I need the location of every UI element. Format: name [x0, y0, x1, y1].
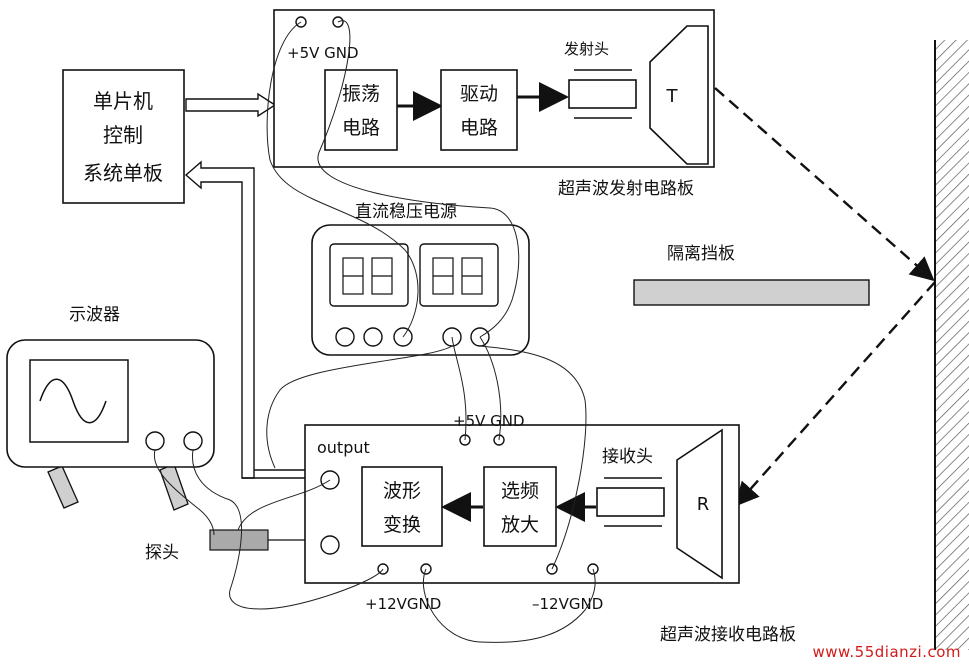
transducer-t-label: T [666, 86, 679, 107]
mcu-control-board: 单片机 控制 系统单板 [62, 69, 185, 204]
transmitter-transducer [649, 25, 709, 165]
oscillator-block [324, 69, 398, 151]
mcu-label-line1: 单片机 [93, 89, 153, 113]
scope-channel-input-icon [145, 431, 165, 451]
rx-bottom-right-labels: –12VGND [532, 595, 603, 613]
isolation-barrier [633, 279, 870, 306]
receiver-board-label: 超声波接收电路板 [660, 625, 796, 645]
psu-knob-icon [335, 327, 355, 347]
amplifier-label-1: 选频 [501, 480, 539, 502]
dc-power-supply [311, 224, 530, 356]
power-supply-label: 直流稳压电源 [355, 202, 457, 222]
waveform-conversion-block [361, 466, 443, 547]
receiver-board: +5V GND output 波形 变换 选频 放大 接收头 R [304, 412, 740, 584]
voltage-display [329, 243, 409, 307]
transmitter-board-label: 超声波发射电路板 [558, 179, 694, 199]
waveform-label-2: 变换 [383, 514, 421, 536]
selective-amplifier-block [483, 466, 557, 547]
rx-head-label: 接收头 [602, 447, 653, 467]
sine-wave-icon [39, 378, 107, 424]
transmitter-board: +5V GND 振荡 电路 驱动 电路 发射头 T [273, 9, 715, 168]
emitted-wave-path [714, 87, 935, 282]
mcu-label-line3: 系统单板 [83, 161, 163, 185]
waveform-label-1: 波形 [383, 480, 421, 502]
tx-head [568, 79, 637, 109]
scope-screen [29, 359, 129, 443]
oscilloscope-label: 示波器 [69, 305, 120, 325]
probe-label: 探头 [145, 543, 179, 563]
rx-top-terminal-labels: +5V GND [453, 412, 525, 430]
oscillator-label-1: 振荡 [342, 83, 380, 105]
transducer-r-label: R [697, 494, 710, 515]
mcu-label-line2: 控制 [103, 123, 143, 147]
wiring [153, 20, 596, 643]
output-ground-terminal-icon [320, 535, 340, 555]
rx-head [596, 487, 665, 517]
barrier-label: 隔离挡板 [667, 244, 735, 264]
oscillator-label-2: 电路 [342, 117, 380, 139]
reflected-wave-path [734, 281, 936, 507]
scope-channel-input-icon [183, 431, 203, 451]
amplifier-label-2: 放大 [501, 514, 539, 536]
oscilloscope [6, 339, 215, 511]
probe-body [209, 529, 269, 551]
receiver-transducer [676, 428, 723, 580]
current-display [419, 243, 499, 307]
psu-knob-icon [363, 327, 383, 347]
scope-left-foot [47, 465, 79, 509]
reflecting-wall [934, 40, 969, 650]
scope-right-foot [159, 463, 189, 511]
watermark: www.55dianzi.com [812, 643, 961, 661]
tx-head-label: 发射头 [564, 40, 609, 58]
driver-label-2: 电路 [460, 117, 498, 139]
rx-bottom-left-labels: +12VGND [365, 595, 441, 613]
output-label: output [317, 438, 370, 457]
mcu-to-transmitter-arrow [185, 92, 277, 118]
driver-label-1: 驱动 [460, 83, 498, 105]
tx-terminal-labels: +5V GND [287, 44, 359, 62]
driver-block [440, 69, 518, 151]
receiver-to-mcu-arrow [184, 160, 255, 479]
